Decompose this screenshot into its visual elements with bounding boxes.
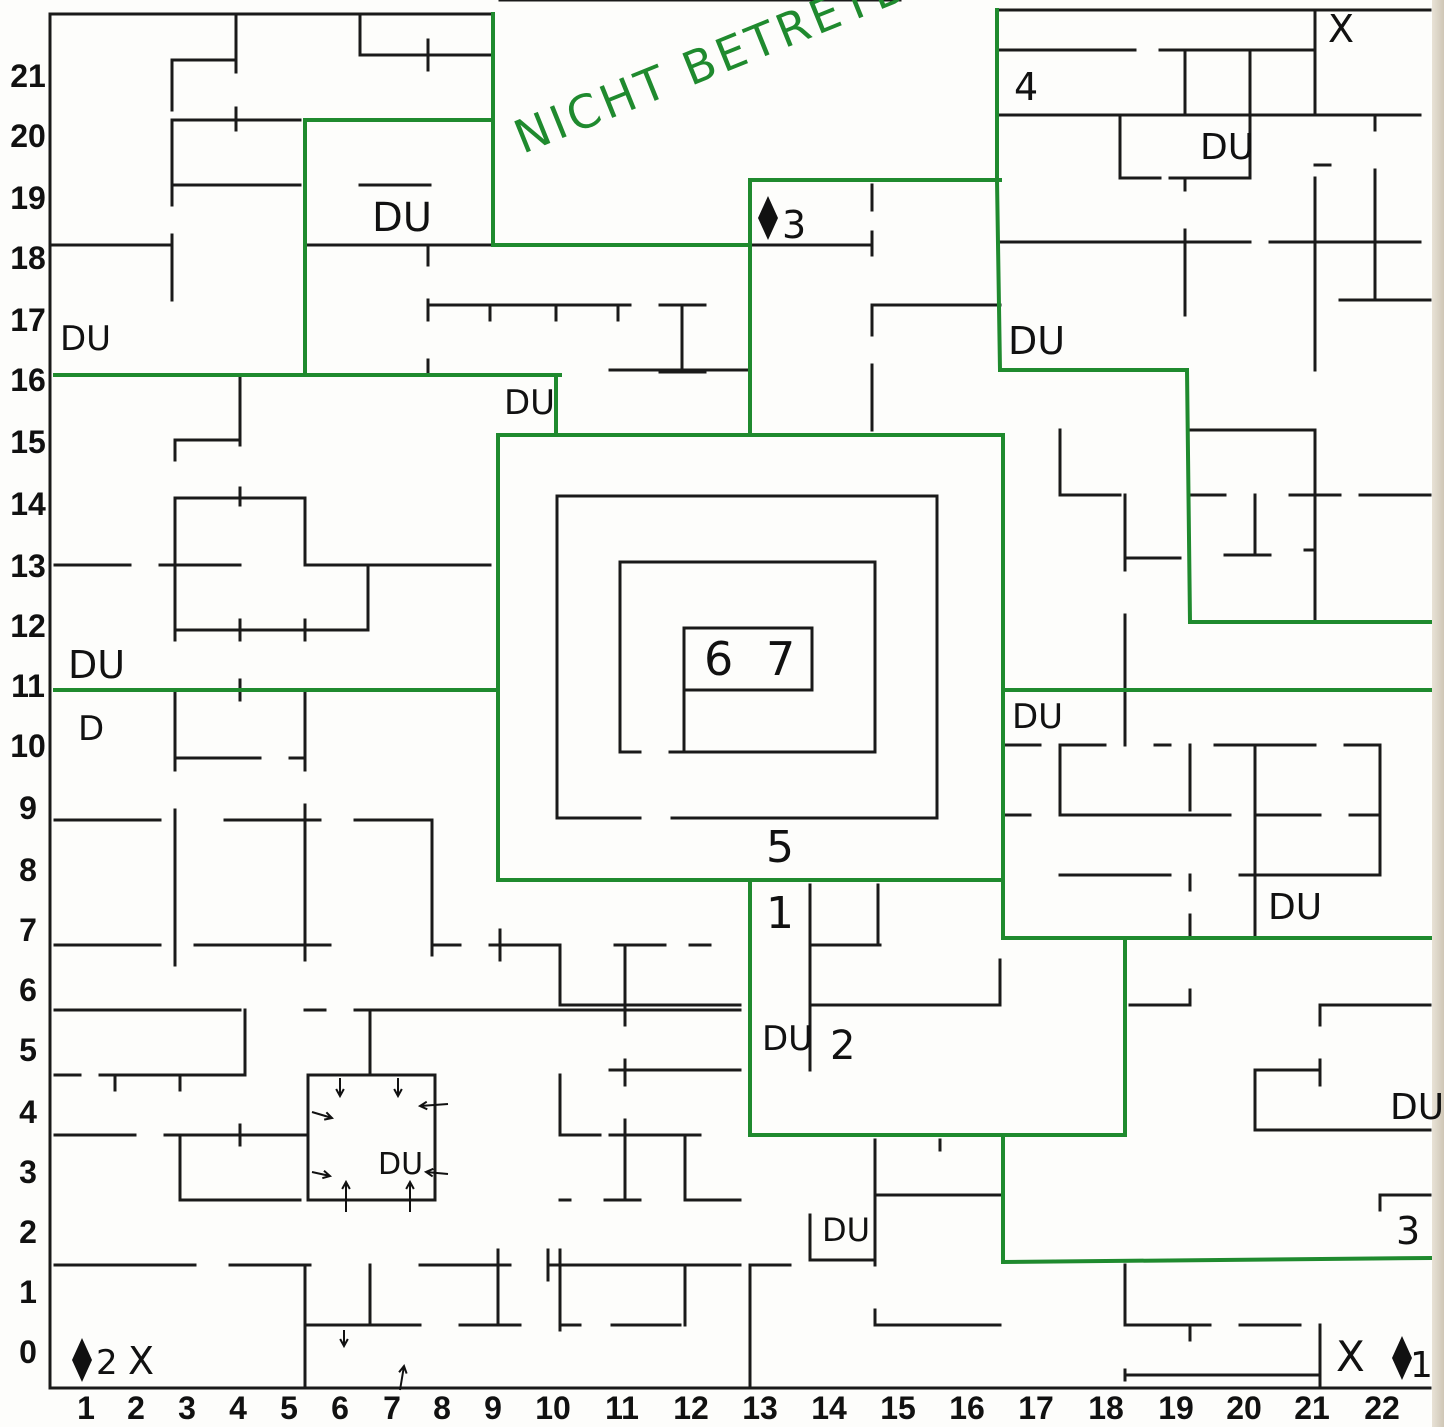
du-marker: DU [1008,322,1065,360]
page-edge [1432,0,1444,1427]
marker-1: 1 [766,892,794,936]
column-label: 11 [592,1390,652,1426]
du-marker: DU [504,386,555,420]
arrow-icon [342,1182,350,1212]
maze-walls [50,0,1430,1388]
column-label: 21 [1282,1390,1342,1426]
column-label: 16 [937,1390,997,1426]
column-label: 18 [1076,1390,1136,1426]
column-label: 14 [799,1390,859,1426]
column-label: 20 [1214,1390,1274,1426]
arrow-icon [426,1169,448,1177]
row-label: 2 [6,1214,50,1250]
diamond-1-label: 1 [1410,1348,1433,1384]
arrow-icon [312,1171,330,1178]
du-marker: DU [822,1214,870,1246]
row-label: 1 [6,1274,50,1310]
region-border [1003,1258,1430,1262]
row-label: 20 [6,118,50,154]
row-label: 7 [6,912,50,948]
row-label: 16 [6,362,50,398]
diamond-icon [758,196,778,240]
arrow-markers [312,1078,448,1390]
region-border [997,180,1000,370]
row-label: 11 [6,668,50,704]
center-number-7: 7 [766,636,795,682]
row-label: 15 [6,424,50,460]
arrow-icon [336,1078,344,1096]
arrow-icon [340,1330,348,1346]
d-marker: D [78,712,104,746]
row-label: 18 [6,240,50,276]
row-label: 6 [6,972,50,1008]
column-label: 10 [523,1390,583,1426]
marker-3: 3 [1396,1212,1420,1250]
arrow-icon [312,1112,332,1120]
diamond-3-label: 3 [782,206,806,244]
arrow-icon [394,1078,402,1096]
diamond-2-label: 2 [96,1346,118,1380]
du-marker: DU [1200,130,1254,166]
x-marker: X [1328,10,1354,48]
du-marker: DU [762,1022,813,1056]
row-label: 17 [6,302,50,338]
region-borders [55,10,1430,1262]
column-label: 12 [661,1390,721,1426]
row-label: 3 [6,1154,50,1190]
marker-2: 2 [830,1026,855,1066]
row-label: 10 [6,728,50,764]
column-label: 6 [310,1390,370,1426]
du-marker: DU [1268,890,1322,926]
row-label: 5 [6,1032,50,1068]
row-label: 12 [6,608,50,644]
du-marker: DU [372,198,432,238]
du-marker: DU [378,1150,423,1180]
row-label: 4 [6,1094,50,1130]
arrow-icon [406,1182,414,1212]
marker-4: 4 [1014,68,1038,106]
column-label: 17 [1006,1390,1066,1426]
column-label: 15 [868,1390,928,1426]
x-marker: X [1336,1336,1365,1378]
region-border [1187,370,1190,622]
marker-5: 5 [766,826,794,870]
diamond-icon [1392,1336,1412,1380]
row-label: 0 [6,1334,50,1370]
column-label: 9 [463,1390,523,1426]
center-number-6: 6 [704,636,733,682]
row-label: 19 [6,180,50,216]
arrow-icon [399,1366,407,1390]
column-label: 22 [1352,1390,1412,1426]
row-label: 9 [6,790,50,826]
diamond-icon [72,1338,92,1382]
row-label: 14 [6,486,50,522]
du-marker: DU [1390,1090,1444,1126]
row-label: 21 [6,58,50,94]
du-marker: DU [60,322,111,356]
du-marker: DU [1012,700,1063,734]
du-marker: DU [68,646,125,684]
x-marker: X [128,1342,154,1380]
column-label: 13 [730,1390,790,1426]
column-label: 19 [1146,1390,1206,1426]
row-label: 13 [6,548,50,584]
row-label: 8 [6,852,50,888]
